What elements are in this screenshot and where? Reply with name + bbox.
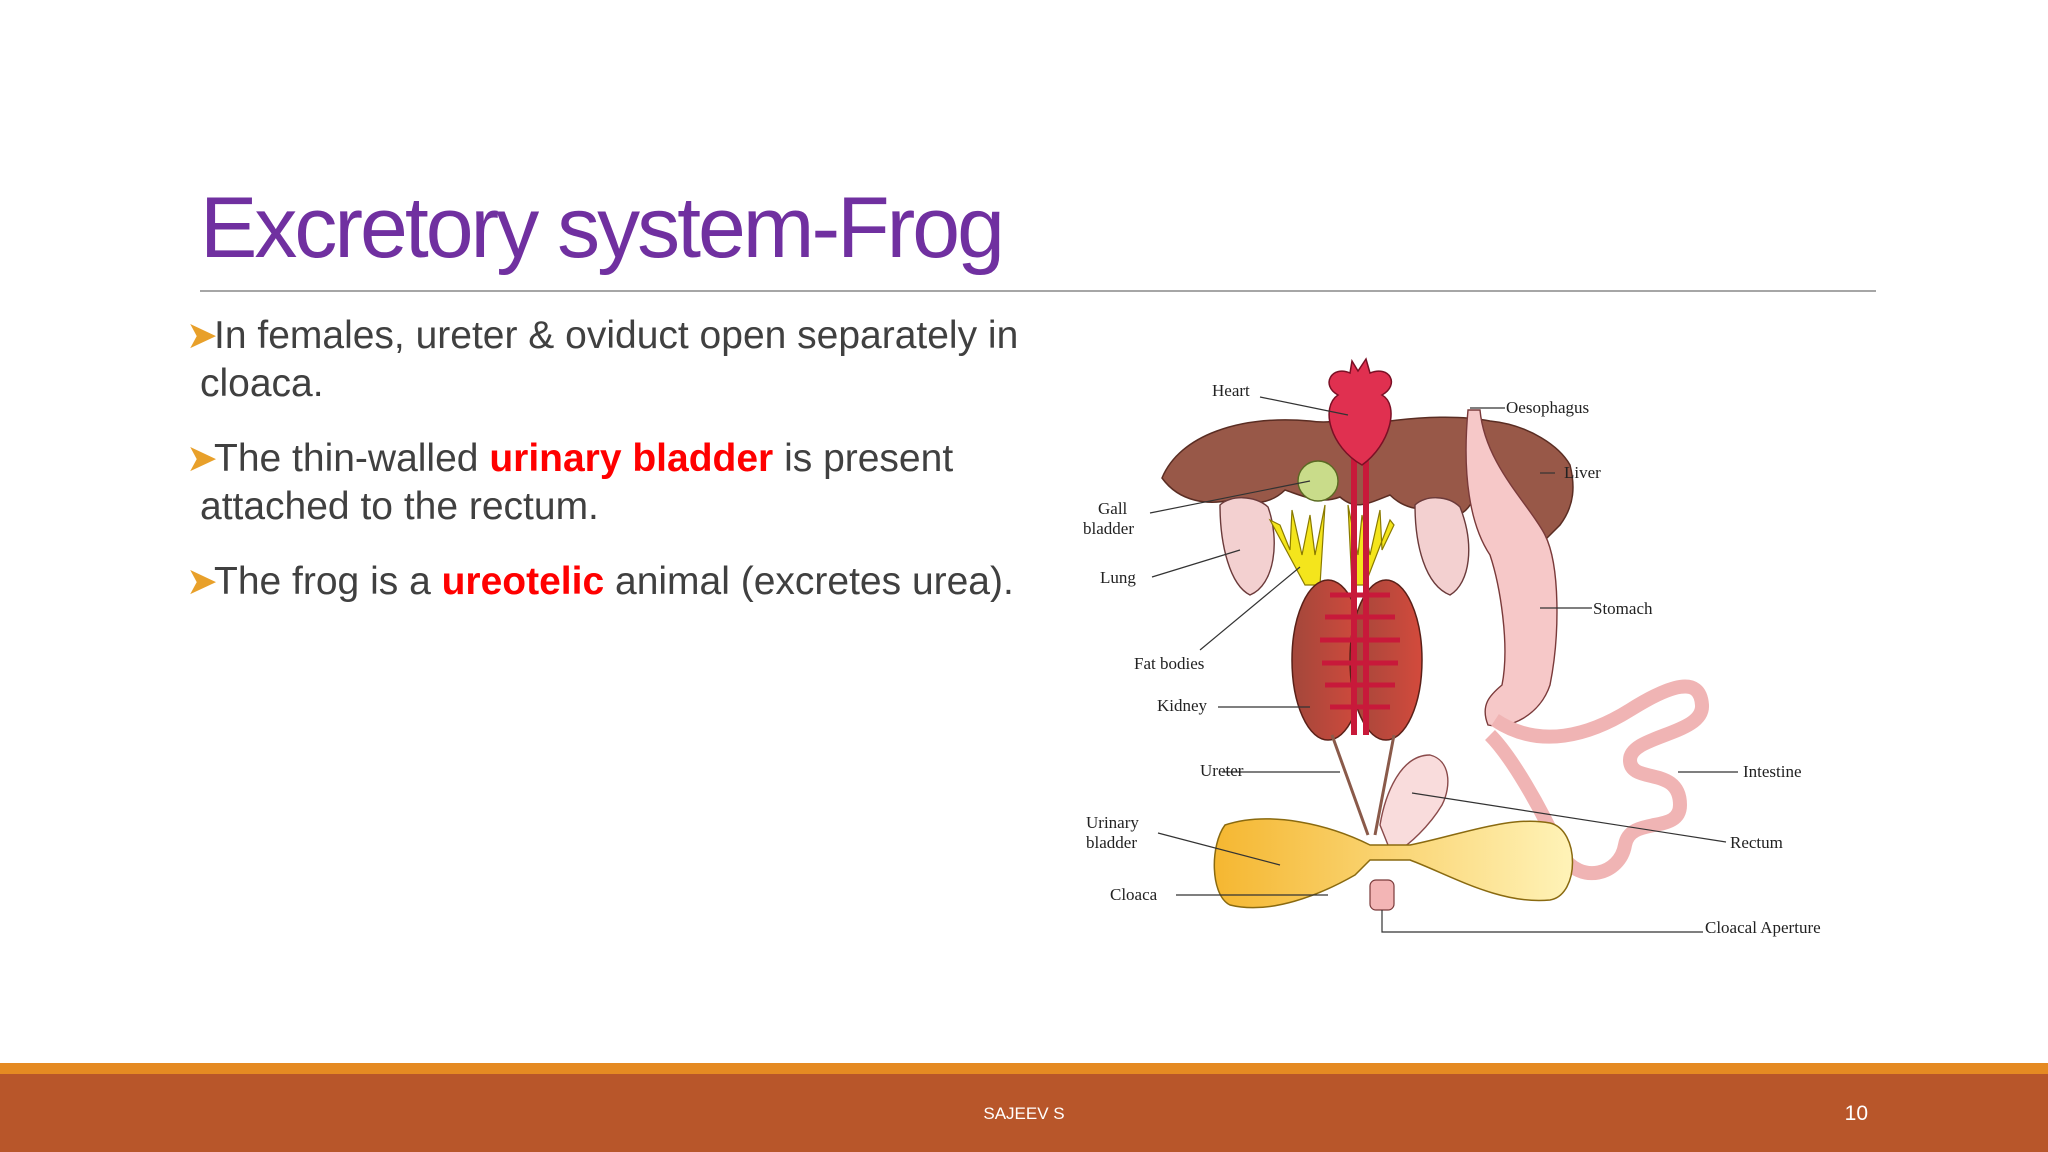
label-kidney: Kidney (1157, 696, 1208, 715)
gall-bladder-leader (1149, 480, 1311, 514)
rectum-leader (1411, 792, 1727, 843)
rectum-shape (1379, 754, 1449, 856)
cloacal-aperture-leader (1381, 910, 1703, 933)
renal-vessels-shape (1320, 592, 1400, 710)
organ-illustrations (1161, 357, 1709, 911)
highlighted-term: urinary bladder (489, 437, 774, 480)
label-fat-bodies: Fat bodies (1134, 654, 1204, 673)
label-urinary-bladder-1: Urinary (1086, 813, 1139, 832)
bullet-item: ➤In females, ureter & oviduct open separ… (186, 312, 1046, 407)
label-liver: Liver (1564, 463, 1601, 482)
label-gall-bladder-2: bladder (1083, 519, 1134, 538)
arrow-bullet-icon: ➤ (186, 438, 218, 480)
title-divider (200, 290, 1876, 292)
lung-right-shape (1414, 497, 1470, 596)
bullet-list: ➤In females, ureter & oviduct open separ… (186, 312, 1046, 634)
label-stomach: Stomach (1593, 599, 1653, 618)
heart-leader (1259, 396, 1349, 416)
label-gall-bladder-1: Gall (1098, 499, 1128, 518)
diagram-labels: Heart Oesophagus Liver Gall bladder Lung… (1083, 381, 1821, 937)
gall-bladder-shape (1297, 460, 1339, 502)
bullet-text: animal (excretes urea). (604, 560, 1014, 603)
arrow-bullet-icon: ➤ (186, 315, 218, 357)
bullet-item: ➤The thin-walled urinary bladder is pres… (186, 435, 1046, 530)
bullet-text: In females, ureter & oviduct open separa… (200, 314, 1019, 405)
label-ureter: Ureter (1200, 761, 1244, 780)
label-lines (1149, 396, 1738, 933)
label-heart: Heart (1212, 381, 1250, 400)
highlighted-term: ureotelic (441, 560, 605, 603)
label-oesophagus: Oesophagus (1506, 398, 1589, 417)
bullet-item: ➤The frog is a ureotelic animal (excrete… (186, 558, 1046, 606)
label-cloaca: Cloaca (1110, 885, 1158, 904)
ureter-shape (1330, 734, 1396, 836)
label-urinary-bladder-2: bladder (1086, 833, 1137, 852)
arrow-bullet-icon: ➤ (186, 561, 218, 603)
slide-title: Excretory system-Frog (200, 180, 1005, 276)
frog-anatomy-diagram: Heart Oesophagus Liver Gall bladder Lung… (1083, 357, 1821, 937)
fat-bodies-left-shape (1268, 504, 1326, 586)
page-number: 10 (1844, 1102, 1868, 1125)
heart-shape (1328, 357, 1393, 466)
bullet-text: The thin-walled (214, 437, 490, 480)
cloacal-aperture-shape (1369, 879, 1395, 911)
label-lung: Lung (1100, 568, 1136, 587)
footer-accent-stripe (0, 1063, 2048, 1074)
bullet-text: is present attached to the rectum. (200, 437, 954, 528)
footer-author: SAJEEV S (983, 1104, 1065, 1123)
lung-leader (1151, 549, 1241, 578)
urinary-bladder-shape (1213, 818, 1574, 909)
lung-left-shape (1219, 497, 1275, 596)
label-rectum: Rectum (1730, 833, 1783, 852)
fat-bodies-leader (1199, 566, 1301, 651)
footer-bar: SAJEEV S 10 (0, 1074, 2048, 1152)
label-cloacal-aperture: Cloacal Aperture (1705, 918, 1821, 937)
label-intestine: Intestine (1743, 762, 1802, 781)
urinary-bladder-leader (1157, 832, 1281, 866)
bullet-text: The frog is a (214, 560, 442, 603)
kidney-right-shape (1349, 579, 1423, 741)
